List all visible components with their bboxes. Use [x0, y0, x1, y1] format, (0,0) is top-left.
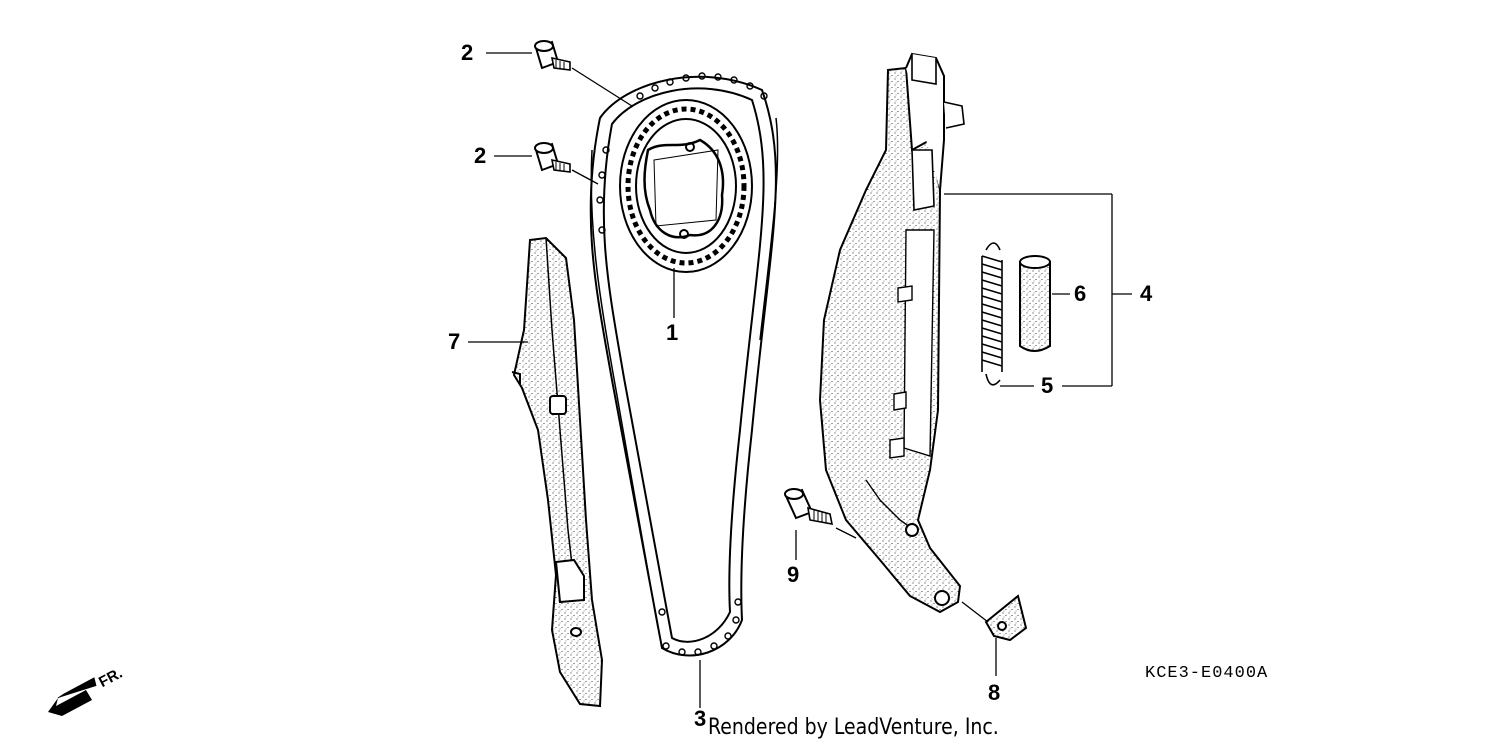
credit-text: Rendered by LeadVenture, Inc.	[708, 715, 999, 740]
callout-1: 1	[666, 320, 679, 345]
callout-4: 4	[1140, 281, 1153, 306]
callout-2-upper: 2	[461, 40, 474, 65]
tensioner-assembly-icon	[818, 52, 965, 614]
cam-chain-icon	[589, 72, 779, 657]
callout-2-lower: 2	[474, 143, 487, 168]
collar-icon	[1019, 255, 1051, 352]
callout-3: 3	[694, 706, 707, 731]
front-direction-arrow-icon	[48, 677, 97, 716]
pivot-bolt-icon	[784, 488, 834, 525]
callout-7: 7	[448, 329, 461, 354]
diagram-code: KCE3-E0400A	[1145, 664, 1269, 683]
bolt-icon	[534, 40, 571, 71]
bolt-icon	[534, 142, 571, 173]
cam-sprocket-icon	[619, 99, 753, 273]
callout-6: 6	[1074, 281, 1087, 306]
leader-lines	[468, 52, 1132, 708]
chain-guide-icon	[511, 236, 604, 708]
callout-5: 5	[1041, 373, 1054, 398]
tensioner-stopper-icon	[984, 594, 1028, 642]
spring-icon	[981, 242, 1003, 386]
callout-8: 8	[988, 680, 1001, 705]
callout-9: 9	[787, 562, 800, 587]
